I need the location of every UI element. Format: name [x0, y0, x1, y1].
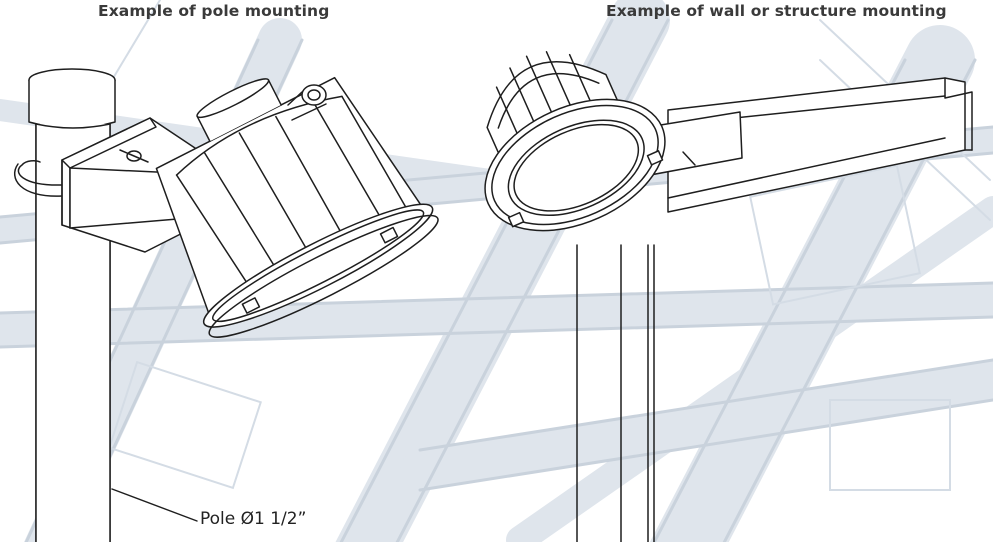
wall-mounting-drawing: [484, 51, 973, 542]
pole-luminaire: [155, 76, 439, 338]
pole-mounting-drawing: [13, 68, 439, 542]
wall-luminaire: [484, 51, 666, 232]
vertical-supports: [576, 244, 655, 542]
pole-diameter-callout: Pole Ø1 1/2”: [200, 509, 307, 529]
wall-mounting-caption: Example of wall or structure mounting: [606, 2, 947, 20]
pole-callout-leader: [111, 488, 198, 522]
u-bolt: [13, 160, 63, 197]
pole: [28, 68, 116, 542]
pole-mounting-caption: Example of pole mounting: [98, 2, 330, 20]
cable-gland: [287, 84, 327, 121]
